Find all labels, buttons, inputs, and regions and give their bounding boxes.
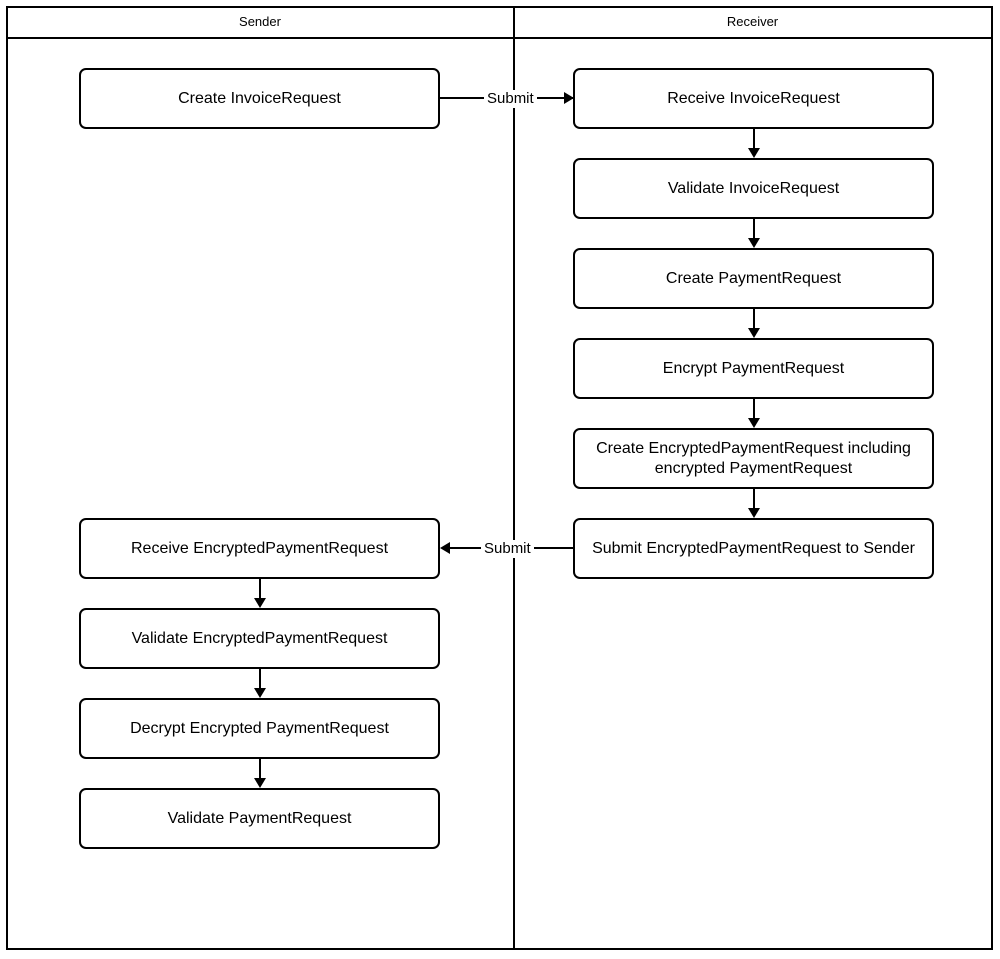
edge-line-n4-n5 [753, 309, 755, 331]
edge-line-n2-n3 [753, 129, 755, 151]
node-submit-encryptedpaymentrequest-to-sender[interactable]: Submit EncryptedPaymentRequest to Sender [573, 518, 934, 579]
node-validate-invoicerequest[interactable]: Validate InvoiceRequest [573, 158, 934, 219]
arrowhead-n10-n11 [254, 778, 266, 788]
node-create-encryptedpaymentrequest[interactable]: Create EncryptedPaymentRequest including… [573, 428, 934, 489]
edge-line-n6-n7 [753, 489, 755, 511]
node-receive-invoicerequest[interactable]: Receive InvoiceRequest [573, 68, 934, 129]
node-decrypt-encrypted-paymentrequest[interactable]: Decrypt Encrypted PaymentRequest [79, 698, 440, 759]
lane-title-sender: Sender [239, 14, 281, 29]
arrowhead-n9-n10 [254, 688, 266, 698]
edge-line-n3-n4 [753, 219, 755, 241]
arrowhead-n3-n4 [748, 238, 760, 248]
node-create-paymentrequest[interactable]: Create PaymentRequest [573, 248, 934, 309]
lane-title-receiver: Receiver [726, 14, 779, 29]
arrowhead-n5-n6 [748, 418, 760, 428]
edge-line-n5-n6 [753, 399, 755, 421]
arrowhead-n6-n7 [748, 508, 760, 518]
lane-header-band: Sender Receiver [6, 6, 993, 39]
edge-line-n8-n9 [259, 579, 261, 601]
arrowhead-n7-n8 [440, 542, 450, 554]
edge-label-submit-2: Submit [481, 540, 534, 558]
edge-line-n9-n10 [259, 669, 261, 691]
node-create-invoicerequest[interactable]: Create InvoiceRequest [79, 68, 440, 129]
arrowhead-n1-n2 [564, 92, 574, 104]
node-validate-paymentrequest[interactable]: Validate PaymentRequest [79, 788, 440, 849]
node-encrypt-paymentrequest[interactable]: Encrypt PaymentRequest [573, 338, 934, 399]
edge-label-submit-1: Submit [484, 90, 537, 108]
edge-line-n10-n11 [259, 759, 261, 781]
arrowhead-n4-n5 [748, 328, 760, 338]
arrowhead-n2-n3 [748, 148, 760, 158]
lane-divider [513, 7, 515, 949]
node-receive-encryptedpaymentrequest[interactable]: Receive EncryptedPaymentRequest [79, 518, 440, 579]
node-validate-encryptedpaymentrequest[interactable]: Validate EncryptedPaymentRequest [79, 608, 440, 669]
arrowhead-n8-n9 [254, 598, 266, 608]
